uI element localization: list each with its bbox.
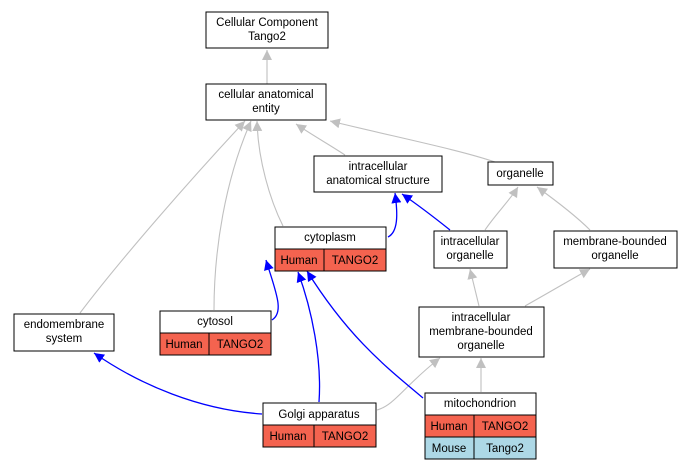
species-label: Human — [280, 255, 317, 267]
edge-mito-to-cytoplasm — [306, 270, 424, 399]
node-label: organelle — [446, 250, 493, 262]
edge-ias-to-cae — [295, 123, 346, 156]
edge-imbo-to-intraorg — [467, 268, 480, 307]
edge-mborg-to-organelle — [536, 186, 591, 231]
node-cellular-component-root[interactable]: Cellular Component Tango2 — [205, 11, 329, 49]
node-membrane-bounded-organelle[interactable]: membrane-bounded organelle — [553, 230, 678, 269]
node-intracellular-anatomical-structure[interactable]: intracellular anatomical structure — [313, 155, 443, 193]
node-cellular-anatomical-entity[interactable]: cellular anatomical entity — [205, 83, 327, 121]
edge-golgi-to-imbo — [376, 357, 441, 411]
gene-label: TANGO2 — [217, 339, 263, 351]
node-label: Golgi apparatus — [278, 409, 359, 421]
gene-cell — [313, 424, 377, 448]
node-label: cytoplasm — [304, 232, 356, 244]
node-cytosol[interactable]: cytosol Human TANGO2 — [159, 310, 272, 356]
gene-cell — [473, 436, 537, 460]
node-label: membrane-bounded — [429, 326, 533, 338]
node-label: endomembrane — [24, 319, 105, 331]
node-endomembrane-system[interactable]: endomembrane system — [13, 313, 115, 352]
species-label: Human — [165, 339, 202, 351]
edge-imbo-to-mborg — [524, 268, 591, 307]
node-label: anatomical structure — [326, 175, 430, 187]
node-cytoplasm[interactable]: cytoplasm Human TANGO2 — [274, 226, 387, 272]
edge-cytoplasm-to-cae — [252, 120, 284, 227]
edge-golgi-to-cytoplasm — [296, 271, 321, 403]
node-intracellular-membrane-bounded-organelle[interactable]: intracellular membrane-bounded organelle — [418, 306, 545, 358]
node-label: intracellular — [441, 236, 500, 248]
node-label: system — [46, 333, 82, 345]
part-of-edges — [93, 192, 451, 415]
node-label: intracellular — [349, 161, 408, 173]
node-golgi-apparatus[interactable]: Golgi apparatus Human TANGO2 — [262, 402, 377, 448]
gene-label: Tango2 — [486, 443, 524, 455]
edge-cytosol-to-cae — [213, 120, 252, 311]
edge-cytosol-to-cytoplasm — [264, 259, 279, 321]
node-label: organelle — [591, 250, 638, 262]
node-intracellular-organelle[interactable]: intracellular organelle — [433, 230, 508, 269]
node-label: membrane-bounded — [563, 236, 667, 248]
edge-golgi-to-endomembrane — [93, 352, 263, 415]
edge-organelle-to-cae — [329, 118, 496, 163]
node-label: cellular anatomical — [218, 89, 313, 101]
edge-cytoplasm-to-ias — [387, 192, 402, 238]
node-label: organelle — [457, 340, 504, 352]
species-label: Human — [430, 421, 467, 433]
node-mitochondrion[interactable]: mitochondrion Human TANGO2 Mouse Tango2 — [424, 392, 537, 460]
edge-endomembrane-to-cae — [79, 120, 246, 314]
gene-label: TANGO2 — [332, 255, 378, 267]
gene-label: TANGO2 — [322, 431, 368, 443]
edge-intraorg-to-ias — [401, 193, 451, 231]
node-label: Tango2 — [248, 31, 286, 43]
gene-label: TANGO2 — [482, 421, 528, 433]
gene-cell — [208, 332, 272, 356]
is-a-edges — [79, 50, 591, 411]
node-organelle[interactable]: organelle — [487, 161, 554, 186]
node-label: Cellular Component — [216, 17, 318, 29]
node-label: intracellular — [452, 312, 511, 324]
node-label: organelle — [496, 168, 543, 180]
node-label: cytosol — [197, 316, 233, 328]
species-label: Human — [269, 431, 306, 443]
node-label: mitochondrion — [444, 398, 516, 410]
species-label: Mouse — [432, 443, 467, 455]
gene-cell — [323, 248, 387, 272]
node-label: entity — [252, 103, 280, 115]
edge-intraorg-to-organelle — [484, 186, 519, 231]
